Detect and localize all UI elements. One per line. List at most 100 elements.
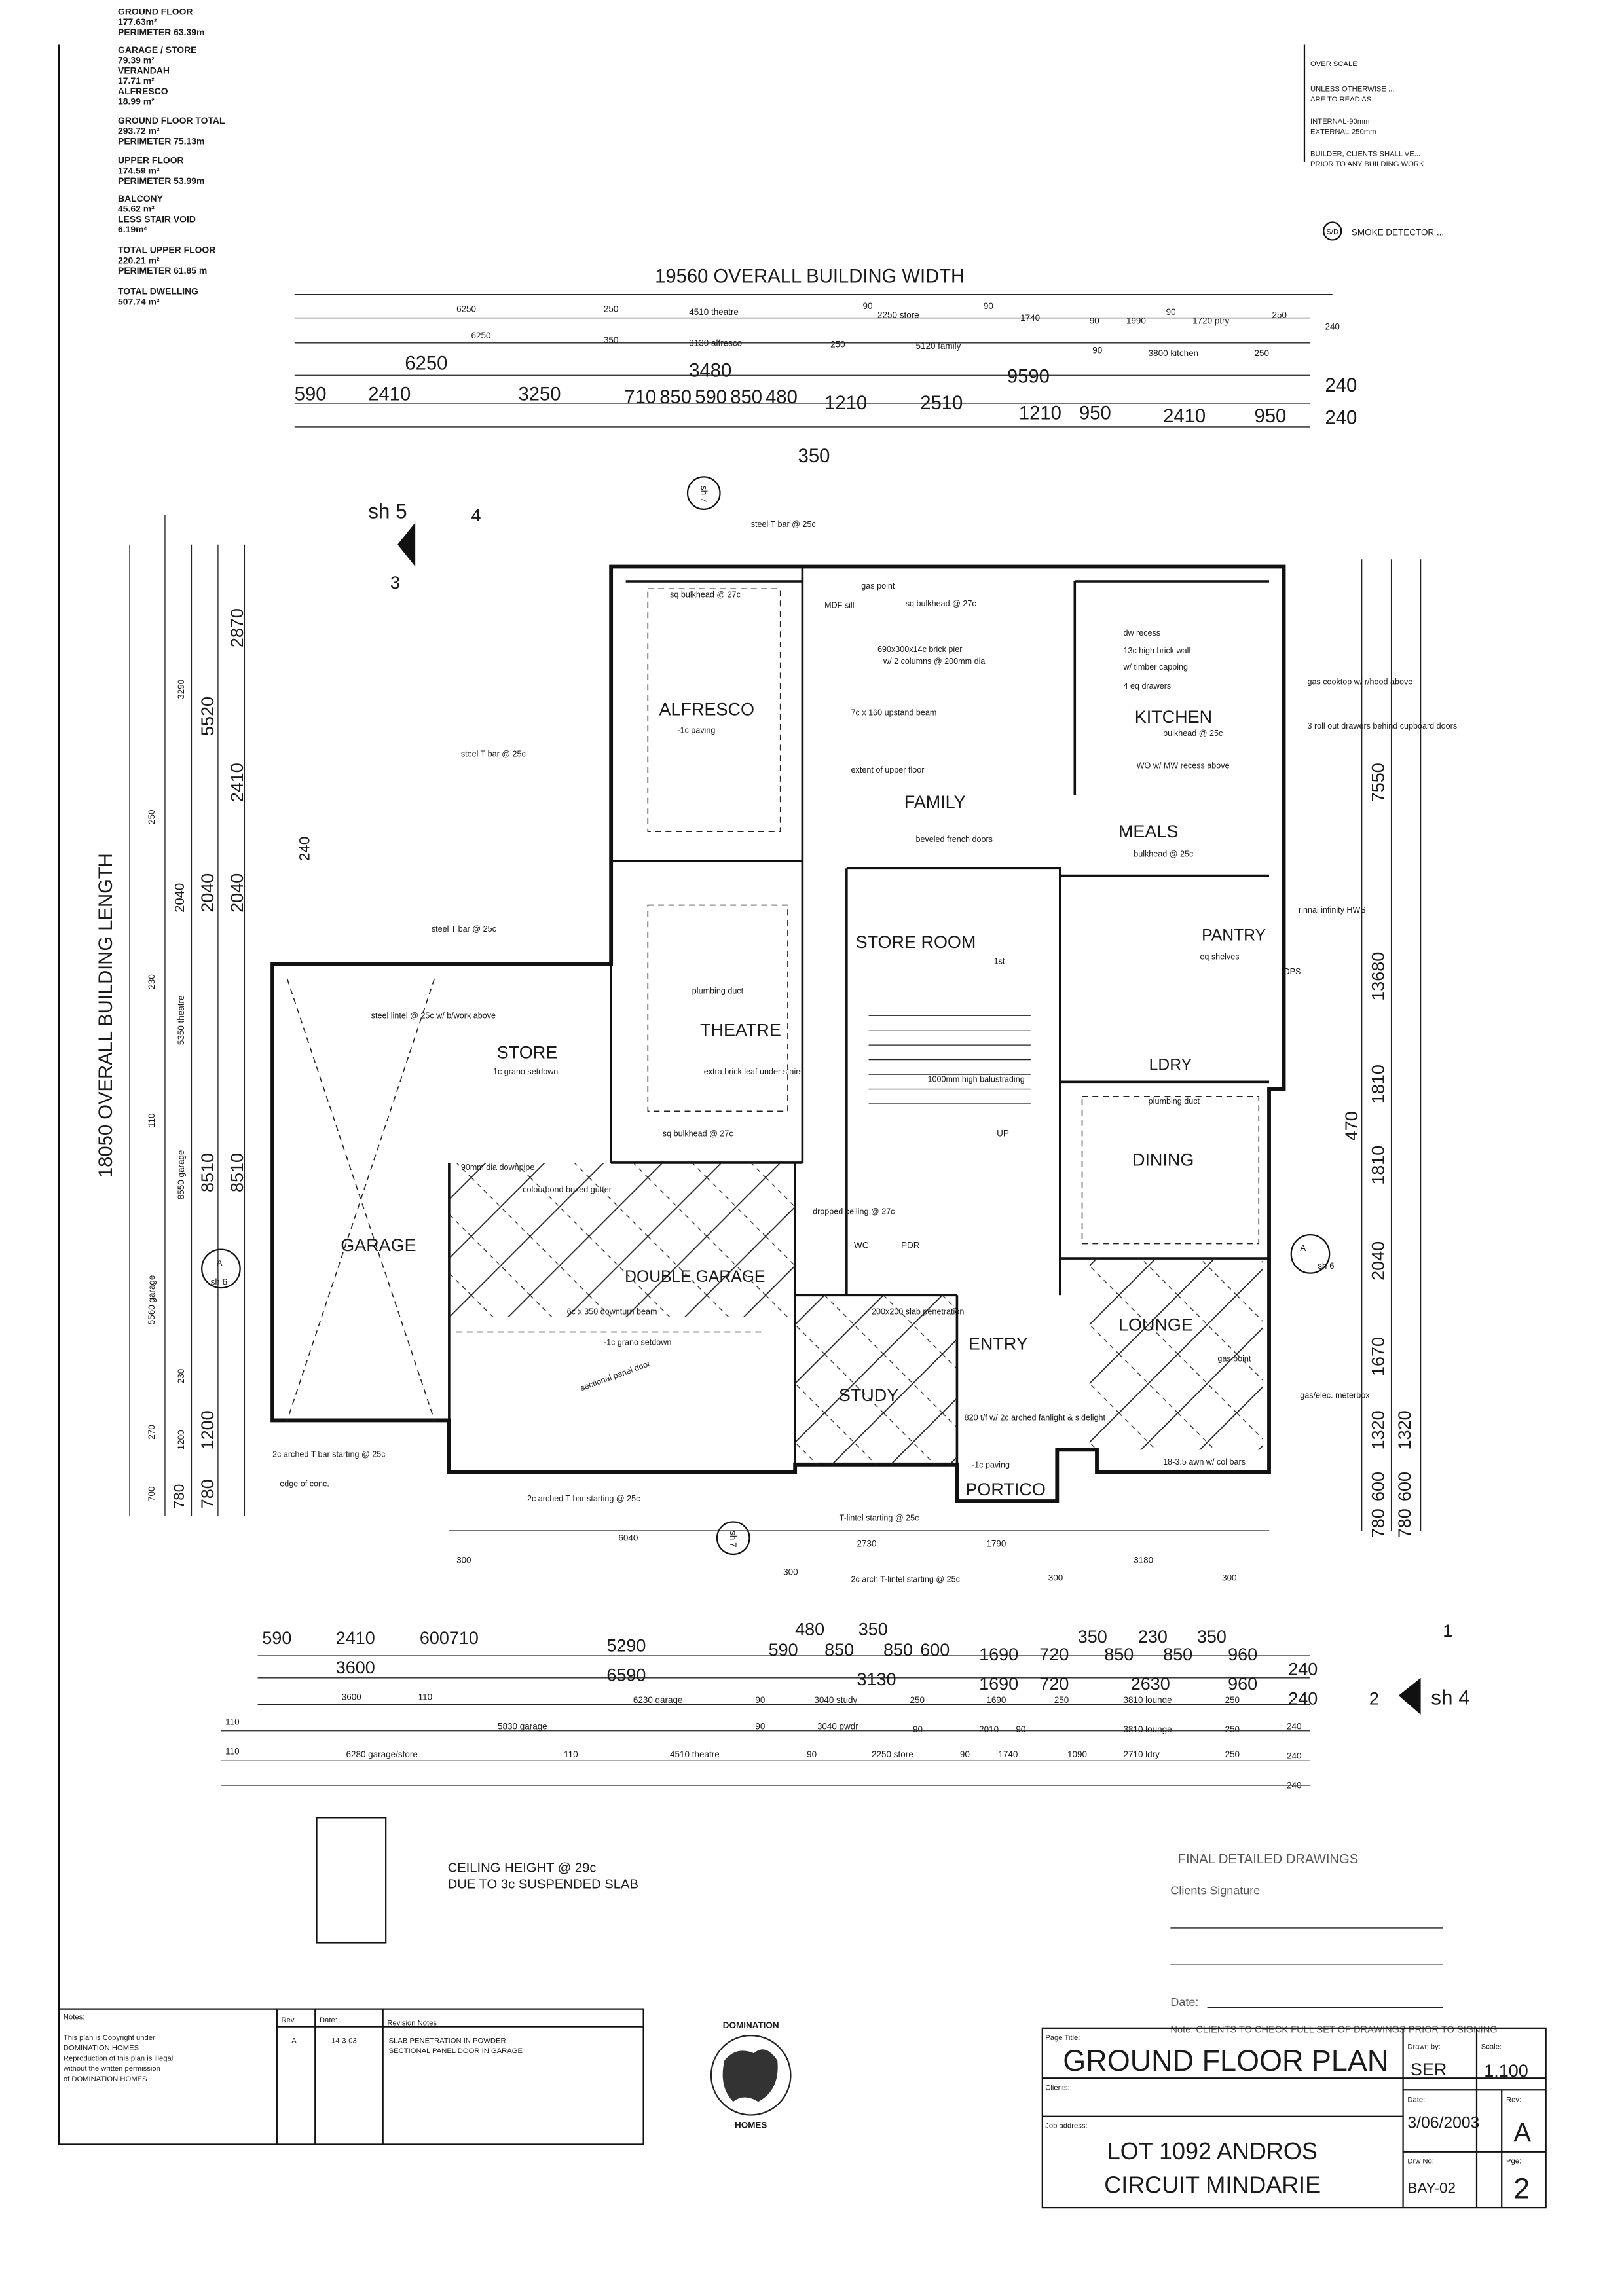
- dim: 2010: [979, 1724, 999, 1734]
- dim: 90: [960, 1749, 970, 1759]
- dim: 8550 garage: [176, 1150, 186, 1200]
- bottom-run-dims: 300 6040 2730 1790 3180 300 300 300: [449, 1530, 1270, 1582]
- annotation: 6c x 350 downturn beam: [567, 1307, 657, 1317]
- schedule-value: 17.71 m²: [118, 75, 155, 86]
- schedule-value: VERANDAH: [118, 65, 170, 75]
- dim: 1690: [986, 1695, 1006, 1705]
- notes-line: without the written permission: [63, 2065, 160, 2073]
- annotation: 2c arched T bar starting @ 25c: [527, 1494, 640, 1503]
- dim: 710: [449, 1628, 479, 1648]
- dim: 3480: [689, 361, 731, 382]
- dim: 6250: [405, 353, 447, 374]
- room-garage: GARAGE: [341, 1235, 416, 1255]
- notes-line: This plan is Copyright under: [64, 2034, 155, 2042]
- dim: 13680: [1368, 952, 1388, 1001]
- job-address-line2: CIRCUIT MINDARIE: [1104, 2172, 1321, 2198]
- date-label: Date:: [1170, 1995, 1198, 2009]
- ceiling-legend: CEILING HEIGHT @ 29c DUE TO 3c SUSPENDED…: [316, 1817, 638, 1944]
- dim: 2410: [368, 384, 411, 405]
- revision-note: SLAB PENETRATION IN POWDER: [389, 2037, 506, 2045]
- legend-hatch-swatch: [316, 1817, 387, 1944]
- annotation: beveled french doors: [915, 835, 992, 844]
- room-meals: MEALS: [1118, 822, 1178, 841]
- dim: 4510 theatre: [689, 307, 739, 317]
- dining-bulkhead-outline: [1081, 1096, 1260, 1245]
- section-label: sh 6: [1318, 1261, 1334, 1271]
- dim: 3600: [336, 1658, 375, 1677]
- dim: 7550: [1368, 763, 1388, 802]
- dim: 240: [1287, 1721, 1301, 1731]
- schedule-value: 220.21 m²: [118, 255, 160, 265]
- dim: 6230 garage: [633, 1695, 683, 1705]
- schedule-label: UPPER FLOOR: [118, 155, 184, 166]
- dim: 2250 store: [877, 310, 919, 320]
- schedule-value: 177.63m²: [118, 16, 157, 27]
- dim: 3130: [857, 1669, 896, 1689]
- annotation: gas cooktop w/ r/hood above: [1307, 677, 1412, 686]
- dim: 250: [1225, 1724, 1240, 1734]
- dim: 780: [1395, 1508, 1414, 1538]
- section-label: 2: [1369, 1688, 1379, 1708]
- dim: 300: [783, 1567, 798, 1576]
- note-line: INTERNAL-90mm: [1310, 118, 1370, 126]
- dim: 110: [564, 1749, 578, 1759]
- dim: 90: [1016, 1724, 1025, 1734]
- room-wc: WC: [854, 1240, 869, 1250]
- annotation: T-lintel starting @ 25c: [840, 1513, 919, 1522]
- drawn-by-label: Drawn by:: [1407, 2043, 1441, 2050]
- annotation: 3 roll out drawers behind cupboard doors: [1307, 721, 1457, 731]
- dim: 90: [984, 301, 993, 311]
- annotation: gas point: [861, 581, 895, 591]
- lounge-slab-hatch: [1089, 1258, 1264, 1450]
- dim: 9590: [1007, 367, 1050, 388]
- annotation: 7c x 160 upstand beam: [851, 708, 937, 718]
- dim: 250: [1225, 1749, 1240, 1759]
- dim: 250: [1054, 1695, 1069, 1705]
- dim: 240: [1288, 1688, 1318, 1708]
- annotation: extent of upper floor: [851, 765, 925, 774]
- dim: 2410: [1163, 406, 1206, 427]
- annotation: sq bulkhead @ 27c: [670, 591, 741, 600]
- dim: 590: [695, 387, 727, 408]
- annotation: steel T bar @ 25c: [751, 520, 816, 529]
- schedule-value: PERIMETER 61.85 m: [118, 265, 207, 276]
- notes-line: DOMINATION HOMES: [64, 2045, 139, 2052]
- section-label: sh 7: [728, 1531, 738, 1547]
- top-dims-row2: 6250 350 3130 alfresco 250 5120 family 9…: [471, 331, 1269, 358]
- dim: 850: [1104, 1645, 1134, 1664]
- job-address-line1: LOT 1092 ANDROS: [1107, 2138, 1318, 2164]
- dim: 240: [296, 837, 312, 862]
- room-alfresco: ALFRESCO: [659, 700, 754, 720]
- revision-date: 14-3-03: [331, 2037, 357, 2045]
- smoke-detector-icon: S/D: [1323, 221, 1342, 241]
- dim: 700: [147, 1487, 157, 1501]
- dim: 350: [858, 1620, 888, 1639]
- dim: 2710 ldry: [1123, 1749, 1160, 1759]
- room-entry: ENTRY: [969, 1334, 1028, 1353]
- dim: 90: [807, 1749, 817, 1759]
- client-signoff: FINAL DETAILED DRAWINGS Clients Signatur…: [1170, 1852, 1498, 2035]
- schedule-value: 174.59 m²: [118, 165, 160, 175]
- annotation: steel T bar @ 25c: [432, 924, 496, 934]
- alfresco-bulkhead-outline: [647, 588, 781, 832]
- schedule-label: GROUND FLOOR TOTAL: [118, 115, 225, 126]
- annotation: sq bulkhead @ 27c: [906, 599, 976, 608]
- dim: 6280 garage/store: [346, 1749, 417, 1759]
- left-dimension-lines: [129, 515, 246, 1516]
- dim: 470: [1342, 1111, 1361, 1140]
- dim: 3250: [519, 384, 561, 405]
- dim: 300: [456, 1555, 471, 1565]
- dim: 2730: [857, 1539, 877, 1549]
- dim: 110: [225, 1717, 239, 1727]
- section-arrow-icon: [1398, 1677, 1421, 1715]
- logo-sub: HOMES: [735, 2121, 767, 2130]
- plan-annotations: steel T bar @ 25c sq bulkhead @ 27c -1c …: [272, 520, 1457, 1584]
- room-family: FAMILY: [904, 792, 966, 812]
- top-dims-row1: 6250 250 4510 theatre 90 2250 store 90 1…: [456, 301, 1340, 331]
- room-lounge: LOUNGE: [1118, 1315, 1193, 1334]
- left-dims: 3290 5520 2870 250 2410 240 2040 2040 20…: [147, 608, 312, 1508]
- dim: 2040: [227, 873, 247, 913]
- annotation: extra brick leaf under stairs: [704, 1067, 803, 1076]
- dim: 270: [147, 1425, 157, 1439]
- dim: 8510: [198, 1153, 217, 1192]
